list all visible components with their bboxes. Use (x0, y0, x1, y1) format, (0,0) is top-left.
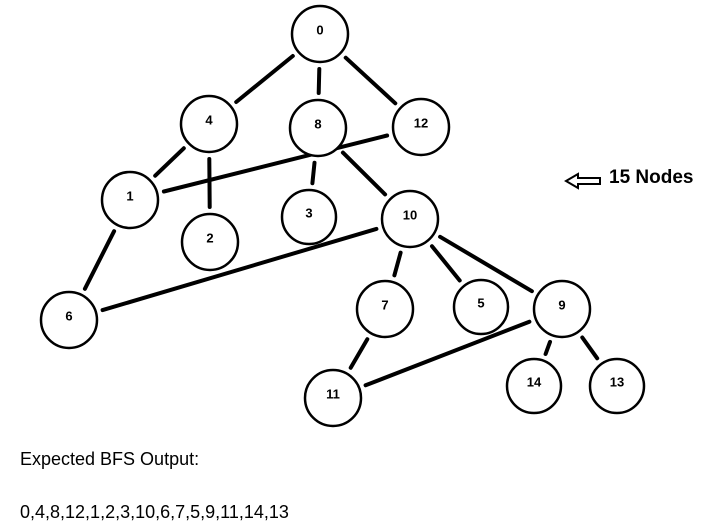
edge-8-10 (340, 150, 388, 197)
node-11: 11 (303, 368, 363, 428)
edge-10-9 (438, 234, 534, 294)
node-6: 6 (39, 290, 99, 350)
node-label: 10 (403, 207, 417, 222)
node-circle (100, 170, 160, 230)
node-circle (290, 4, 350, 64)
edge-0-12 (343, 55, 398, 106)
node-0: 0 (290, 4, 350, 64)
node-circle (303, 368, 363, 428)
node-label: 5 (477, 295, 484, 310)
edge-10-7 (392, 250, 403, 278)
node-10: 10 (380, 189, 440, 249)
node-2: 2 (180, 212, 240, 272)
node-circle (452, 278, 510, 336)
node-4: 4 (179, 94, 239, 154)
node-circle (391, 97, 451, 157)
node-circle (180, 212, 240, 272)
node-circle (288, 98, 348, 158)
node-label: 9 (558, 297, 565, 312)
node-9: 9 (532, 279, 592, 339)
node-circle (380, 189, 440, 249)
node-3: 3 (280, 188, 338, 246)
node-5: 5 (452, 278, 510, 336)
node-label: 0 (316, 22, 323, 37)
edge-9-13 (580, 335, 600, 361)
node-circle (280, 188, 338, 246)
node-7: 7 (355, 279, 415, 339)
node-8: 8 (288, 98, 348, 158)
edge-10-5 (430, 244, 462, 283)
node-label: 12 (414, 115, 428, 130)
node-circle (532, 279, 592, 339)
node-label: 7 (381, 297, 388, 312)
node-circle (179, 94, 239, 154)
node-circle (588, 357, 646, 415)
edge-1-6 (82, 229, 117, 291)
node-label: 6 (65, 308, 72, 323)
node-circle (505, 357, 563, 415)
node-label: 3 (305, 205, 312, 220)
node-circle (355, 279, 415, 339)
node-label: 8 (314, 116, 321, 131)
node-label: 13 (610, 374, 624, 389)
node-14: 14 (505, 357, 563, 415)
edges-layer (82, 54, 600, 388)
node-13: 13 (588, 357, 646, 415)
edge-0-4 (234, 54, 295, 104)
node-1: 1 (100, 170, 160, 230)
node-circle (39, 290, 99, 350)
edge-9-11 (363, 319, 532, 388)
edge-12-1 (161, 133, 390, 194)
edge-7-11 (348, 337, 370, 370)
node-count-annotation: 15 Nodes (564, 167, 693, 190)
node-12: 12 (391, 97, 451, 157)
edge-9-14 (543, 339, 552, 356)
bfs-output-heading: Expected BFS Output: (20, 449, 200, 469)
node-label: 2 (206, 230, 213, 245)
bfs-output-sequence: 0,4,8,12,1,2,3,10,6,7,5,9,11,14,13 (20, 502, 289, 522)
node-label: 1 (126, 188, 133, 203)
edge-10-6 (100, 226, 379, 313)
node-label: 11 (326, 386, 340, 401)
node-count-label: 15 Nodes (609, 167, 693, 188)
edge-4-1 (153, 146, 186, 178)
edge-8-3 (310, 160, 317, 186)
node-label: 4 (205, 112, 213, 127)
edge-0-8 (316, 67, 322, 95)
node-label: 14 (527, 374, 542, 389)
left-arrow-icon (564, 172, 601, 190)
